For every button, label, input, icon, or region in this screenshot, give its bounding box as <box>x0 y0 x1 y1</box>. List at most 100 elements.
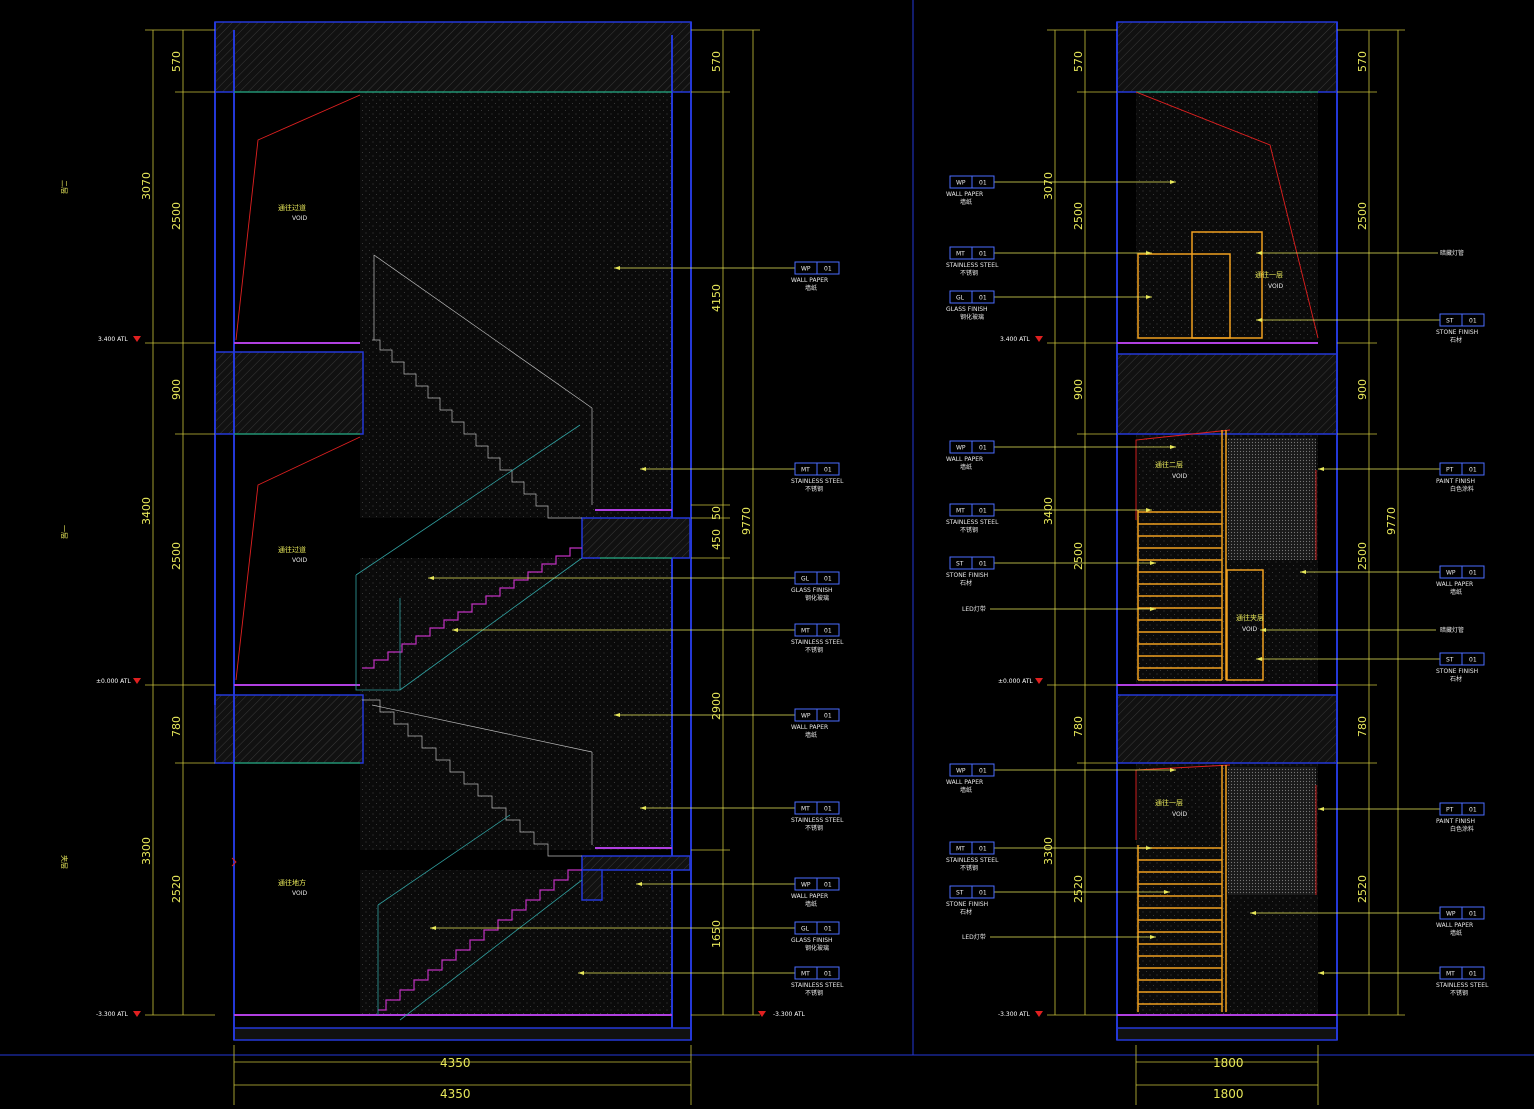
left-tag-en-5: STAINLESS STEEL <box>791 817 844 824</box>
left-tag-code-4: WP <box>801 713 811 720</box>
right-r-tag-code-8: MT <box>1446 971 1455 978</box>
dim-left-inner-3: 2500 <box>170 542 183 570</box>
right-r-tag-en-5: STONE FINISH <box>1436 668 1478 675</box>
left-door-mid <box>235 436 361 681</box>
left-floor-labels: 二层 一层 夹层 <box>60 180 69 869</box>
rdim-right-2: 900 <box>1356 379 1369 400</box>
right-l-tag-code-2: GL <box>956 295 965 302</box>
left-wall-fill-upper <box>360 92 672 518</box>
right-level-0: 3.400 ATL <box>1000 336 1030 343</box>
left-glass-post-2 <box>355 575 401 691</box>
right-l-tag-en-4: STAINLESS STEEL <box>946 519 999 526</box>
right-ground-slab <box>1116 1027 1338 1041</box>
right-fill-upper <box>1136 92 1318 340</box>
left-tag-num-4: 01 <box>824 713 832 720</box>
right-l-tag-num-1: 01 <box>979 251 987 258</box>
left-arrow-icon-2 <box>428 576 434 580</box>
right-r-arrow-icon-6 <box>1318 807 1324 811</box>
left-tag-cn-6: 墙纸 <box>805 900 817 908</box>
right-frame-2 <box>1191 231 1263 339</box>
right-l-arrow-icon-1 <box>1146 251 1152 255</box>
left-door-upper <box>235 94 361 341</box>
rdim-left-inner-4: 780 <box>1072 716 1085 737</box>
left-tag-cn-1: 不锈钢 <box>805 485 823 493</box>
rdim-left-inner-0: 570 <box>1072 51 1085 72</box>
left-tag-code-1: MT <box>801 467 810 474</box>
dim-left-width-bottom: 4350 <box>440 1087 471 1101</box>
left-dimension-lines <box>145 29 760 1105</box>
rdim-right-3: 2500 <box>1356 542 1369 570</box>
right-r-tag-code-6: PT <box>1446 807 1454 814</box>
right-l-tag-cn-2: 钢化玻璃 <box>960 313 984 321</box>
right-l-tag-num-3: 01 <box>979 445 987 452</box>
left-tag-num-1: 01 <box>824 467 832 474</box>
dim-left-inner-2: 900 <box>170 379 183 400</box>
right-r-tag-en-6: PAINT FINISH <box>1436 818 1475 825</box>
left-tag-num-7: 01 <box>824 926 832 933</box>
right-paint-2 <box>1228 767 1316 895</box>
left-tag-en-7: GLASS FINISH <box>791 937 833 944</box>
right-r-arrow-icon-0 <box>1256 251 1262 255</box>
right-l-tag-num-0: 01 <box>979 180 987 187</box>
left-section <box>214 21 692 1041</box>
dim-left-outer-2: 3300 <box>140 837 153 865</box>
left-tag-cn-5: 不锈钢 <box>805 824 823 832</box>
right-l-arrow-icon-9 <box>1164 890 1170 894</box>
left-level-1: ±0.000 ATL <box>96 678 131 685</box>
right-l-tag-code-3: WP <box>956 445 966 452</box>
dim-right-inner-4: 2900 <box>710 692 723 720</box>
dim-right-inner-1: 4150 <box>710 284 723 312</box>
right-r-arrow-icon-8 <box>1318 971 1324 975</box>
right-l-tag-cn-5: 石材 <box>960 579 972 587</box>
right-l-tag-6: LED灯带 <box>962 605 1156 613</box>
left-tag-code-5: MT <box>801 806 810 813</box>
left-break-mark <box>231 857 237 867</box>
right-l-tag-en-2: GLASS FINISH <box>946 306 988 313</box>
right-frame-1 <box>1137 253 1231 339</box>
dim-left-outer-0: 3070 <box>140 172 153 200</box>
left-arrow-icon-8 <box>578 971 584 975</box>
right-l-tag-en-5: STONE FINISH <box>946 572 988 579</box>
floor-label-1: 一层 <box>60 525 68 539</box>
right-l-tag-cn-8: 不锈钢 <box>960 864 978 872</box>
left-stair-flight-3 <box>362 699 582 857</box>
right-r-tag-num-1: 01 <box>1469 318 1477 325</box>
right-l-tag-en-8: STAINLESS STEEL <box>946 857 999 864</box>
right-r-tag-0: 暗藏灯管 <box>1256 249 1464 257</box>
right-room-2: 通往夹层 <box>1236 613 1264 622</box>
left-arrow-icon-0 <box>614 266 620 270</box>
right-dimension-lines <box>1047 29 1405 1105</box>
left-tag-cn-7: 钢化玻璃 <box>805 944 829 952</box>
right-l-tag-code-9: ST <box>956 890 964 897</box>
right-r-arrow-icon-1 <box>1256 318 1262 322</box>
right-l-tag-num-2: 01 <box>979 295 987 302</box>
rdim-left-inner-2: 900 <box>1072 379 1085 400</box>
right-frame-3 <box>1226 569 1264 681</box>
right-l-tag-en-9: STONE FINISH <box>946 901 988 908</box>
right-l-tag-num-9: 01 <box>979 890 987 897</box>
left-room-0-sub: VOID <box>292 215 307 222</box>
right-l-arrow-icon-8 <box>1146 846 1152 850</box>
left-stair-flight-4 <box>378 869 582 1011</box>
right-r-tag-cn-2: 白色涂料 <box>1450 485 1474 493</box>
right-l-tag-en-3: WALL PAPER <box>946 456 983 463</box>
left-stair-rail-1 <box>373 254 593 409</box>
right-slab-1 <box>1116 353 1338 435</box>
left-wall-fill-mid <box>360 558 672 850</box>
rdim-left-inner-5: 2520 <box>1072 875 1085 903</box>
right-stair-upper <box>1137 430 1227 680</box>
right-r-tag-4: 暗藏灯管 <box>1260 626 1464 634</box>
right-r-tag-num-3: 01 <box>1469 570 1477 577</box>
left-arrow-icon-7 <box>430 926 436 930</box>
right-r-tag-en-4: 暗藏灯管 <box>1440 626 1464 634</box>
left-tag-cn-3: 不锈钢 <box>805 646 823 654</box>
